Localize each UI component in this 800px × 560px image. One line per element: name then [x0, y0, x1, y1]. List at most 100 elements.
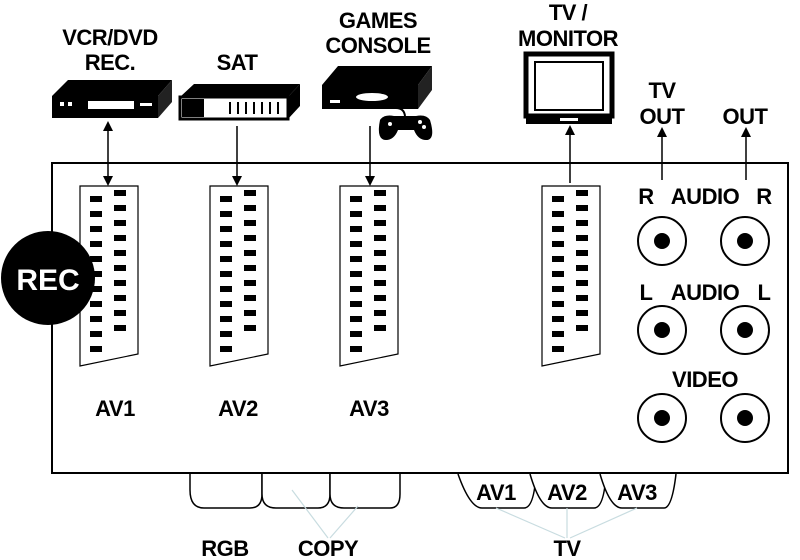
scart-pin: [576, 325, 588, 331]
jack-audio-r-out[interactable]: [720, 216, 770, 266]
scart-pin: [220, 211, 232, 217]
scart-pin: [552, 196, 564, 202]
bottom-port-rgb-left[interactable]: [189, 474, 263, 509]
scart-pin: [90, 196, 102, 202]
scart-pin: [244, 190, 256, 196]
scart-pin: [90, 271, 102, 277]
scart-pin: [576, 235, 588, 241]
scart-pin: [90, 211, 102, 217]
scart-pin: [90, 316, 102, 322]
scart-pin: [220, 196, 232, 202]
jack-audio-l-out[interactable]: [720, 305, 770, 355]
bottom-port-tv-av2[interactable]: [529, 473, 607, 509]
scart-pin: [350, 331, 362, 337]
audio-l-row-label: AUDIO: [671, 280, 740, 305]
scart-pin: [114, 280, 126, 286]
scart-pin: [576, 220, 588, 226]
scart-pin: [114, 250, 126, 256]
scart-pin: [552, 301, 564, 307]
scart-pin: [244, 295, 256, 301]
video-label: VIDEO: [672, 367, 738, 392]
scart-av2-connector[interactable]: [209, 185, 269, 367]
scart-pin: [350, 256, 362, 262]
scart-pin: [244, 280, 256, 286]
scart-pin: [350, 301, 362, 307]
scart-pin: [114, 205, 126, 211]
scart-pin: [244, 310, 256, 316]
scart-pin: [244, 220, 256, 226]
scart-pin: [576, 310, 588, 316]
jack-video-tv-out[interactable]: [637, 393, 687, 443]
scart-av3-label: AV3: [349, 396, 389, 421]
scart-pin: [576, 250, 588, 256]
vcr-device-icon: [52, 80, 172, 118]
scart-pin: [374, 310, 386, 316]
scart-pin: [220, 256, 232, 262]
games-label-line1: GAMES: [339, 8, 417, 33]
scart-pin: [576, 265, 588, 271]
scart-pin: [90, 331, 102, 337]
scart-tv-connector[interactable]: [541, 185, 601, 367]
sat-label: SAT: [217, 50, 259, 75]
rec-badge-label: REC: [16, 264, 79, 297]
tv-out-label-line2: OUT: [640, 104, 686, 129]
scart-av2-label: AV2: [218, 396, 258, 421]
vcr-label-line2: REC.: [85, 50, 136, 75]
scart-pin: [90, 301, 102, 307]
scart-pin: [90, 256, 102, 262]
scart-pin: [374, 250, 386, 256]
bottom-tv-av3-label: AV3: [617, 480, 657, 505]
scart-pin: [576, 295, 588, 301]
bottom-port-tv-av1[interactable]: [457, 473, 537, 509]
bottom-copy-label: COPY: [298, 536, 359, 560]
scart-pin: [374, 280, 386, 286]
scart-pin: [350, 346, 362, 352]
vcr-label-line1: VCR/DVD: [62, 25, 158, 50]
scart-pin: [552, 211, 564, 217]
tv-monitor-icon: [523, 51, 615, 124]
scart-pin: [350, 286, 362, 292]
scart-pin: [350, 211, 362, 217]
scart-pin: [90, 226, 102, 232]
scart-pin: [576, 280, 588, 286]
audio-l-right-letter: L: [758, 280, 771, 305]
rec-badge: REC: [1, 231, 95, 325]
scart-pin: [552, 346, 564, 352]
scart-pin: [220, 346, 232, 352]
scart-pin-group: [90, 190, 588, 352]
scart-pin: [244, 325, 256, 331]
scart-pin: [350, 226, 362, 232]
scart-pin: [552, 286, 564, 292]
scart-pin: [576, 190, 588, 196]
scart-av3-connector[interactable]: [339, 185, 399, 367]
bottom-port-copy-middle[interactable]: [261, 474, 331, 509]
jack-audio-r-tv-out[interactable]: [637, 216, 687, 266]
scart-pin: [220, 331, 232, 337]
audio-r-left-letter: R: [638, 184, 654, 209]
scart-pin: [114, 265, 126, 271]
scart-pin: [90, 346, 102, 352]
scart-pin: [220, 301, 232, 307]
scart-pin: [244, 250, 256, 256]
scart-pin: [576, 205, 588, 211]
sat-device-icon: [178, 84, 300, 121]
scart-av1-label: AV1: [95, 396, 135, 421]
scart-pin: [374, 220, 386, 226]
scart-pin: [350, 316, 362, 322]
scart-pin: [114, 325, 126, 331]
jack-video-out[interactable]: [720, 393, 770, 443]
scart-pin: [350, 196, 362, 202]
bottom-port-copy-right[interactable]: [329, 474, 401, 509]
scart-pin: [552, 331, 564, 337]
bottom-port-tv-av3[interactable]: [599, 473, 677, 509]
bottom-tv-av1-label: AV1: [476, 480, 516, 505]
scart-pin: [350, 271, 362, 277]
scart-pin: [350, 241, 362, 247]
scart-pin: [114, 190, 126, 196]
scart-pin: [90, 241, 102, 247]
jack-audio-l-tv-out[interactable]: [637, 305, 687, 355]
scart-pin: [374, 205, 386, 211]
scart-pin: [220, 316, 232, 322]
